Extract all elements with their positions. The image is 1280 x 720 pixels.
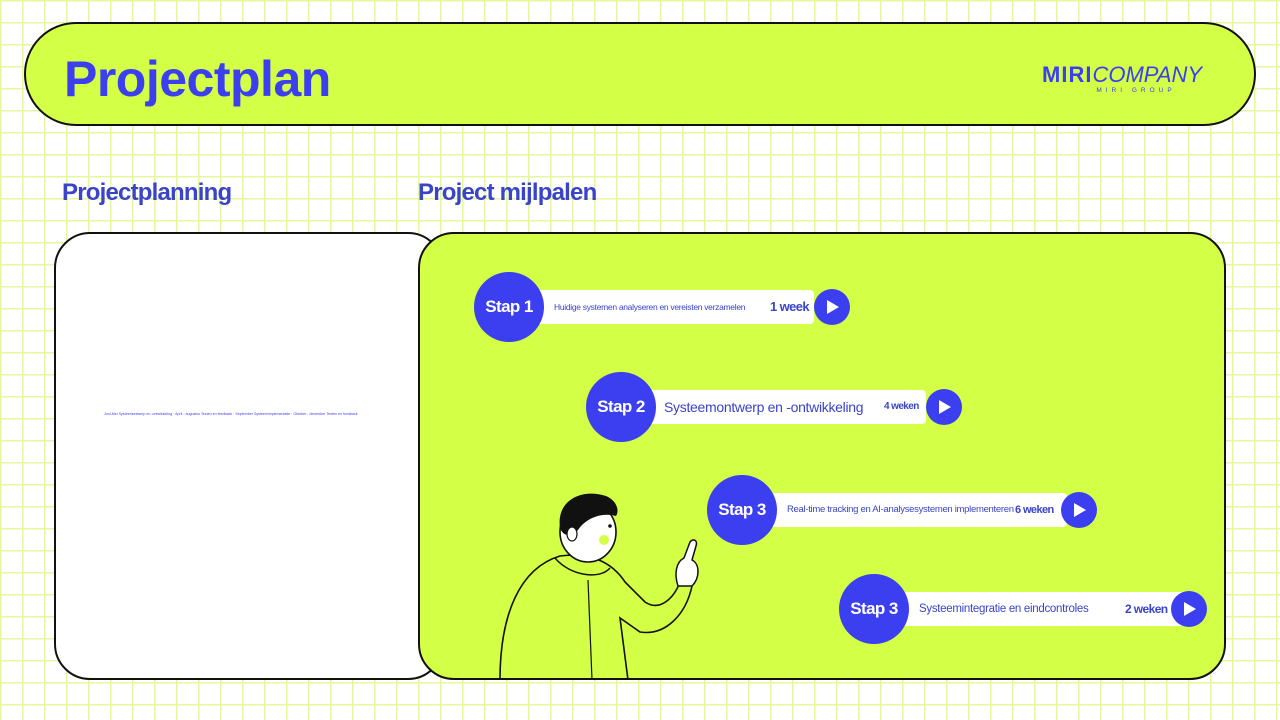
milestone-duration: 4 weken [884, 401, 919, 412]
milestone-bar: Systeemontwerp en -ontwikkeling 4 weken [626, 390, 926, 424]
milestone-duration: 6 weken [1015, 504, 1054, 516]
milestone-description: Systeemontwerp en -ontwikkeling [664, 399, 864, 415]
logo-word: COMPANY [1092, 62, 1203, 87]
planning-panel: Juni-Mei Systeemontwerp en -ontwikkeling… [54, 232, 444, 680]
company-logo: MIRICOMPANY MIRI GROUP [1042, 62, 1202, 94]
planning-text: Juni-Mei Systeemontwerp en -ontwikkeling… [104, 412, 358, 416]
page-title: Projectplan [64, 51, 331, 107]
milestone-bar: Systeemintegratie en eindcontroles 2 wek… [879, 592, 1191, 626]
pointing-person-illustration [499, 493, 699, 678]
step-badge: Stap 2 [586, 372, 656, 442]
logo-mark: MIRI [1042, 62, 1093, 87]
planning-heading: Projectplanning [62, 179, 232, 206]
step-badge: Stap 1 [474, 272, 544, 342]
milestone-duration: 2 weken [1125, 602, 1168, 616]
header-banner: Projectplan MIRICOMPANY MIRI GROUP [24, 22, 1256, 126]
play-icon[interactable] [926, 389, 962, 425]
play-icon[interactable] [1061, 492, 1097, 528]
step-badge: Stap 3 [707, 475, 777, 545]
milestone-duration: 1 week [770, 299, 810, 314]
milestone-description: Huidige systemen analyseren en vereisten… [554, 302, 746, 312]
milestone-bar: Huidige systemen analyseren en vereisten… [514, 290, 814, 324]
milestones-heading: Project mijlpalen [418, 179, 597, 206]
milestone-step-2: Stap 2 Systeemontwerp en -ontwikkeling 4… [586, 372, 966, 442]
milestone-description: Systeemintegratie en eindcontroles [919, 603, 1089, 615]
milestone-step-4: Stap 3 Systeemintegratie en eindcontrole… [839, 574, 1209, 644]
play-icon[interactable] [814, 289, 850, 325]
milestone-description: Real-time tracking en AI-analysesystemen… [787, 504, 1014, 515]
step-badge: Stap 3 [839, 574, 909, 644]
milestone-step-3: Stap 3 Real-time tracking en AI-analyses… [707, 475, 1097, 545]
logo-subtitle: MIRI GROUP [1096, 87, 1176, 94]
milestones-panel: Stap 1 Huidige systemen analyseren en ve… [418, 232, 1226, 680]
milestone-step-1: Stap 1 Huidige systemen analyseren en ve… [474, 272, 854, 342]
play-icon[interactable] [1171, 591, 1207, 627]
milestone-bar: Real-time tracking en AI-analysesystemen… [747, 493, 1067, 527]
